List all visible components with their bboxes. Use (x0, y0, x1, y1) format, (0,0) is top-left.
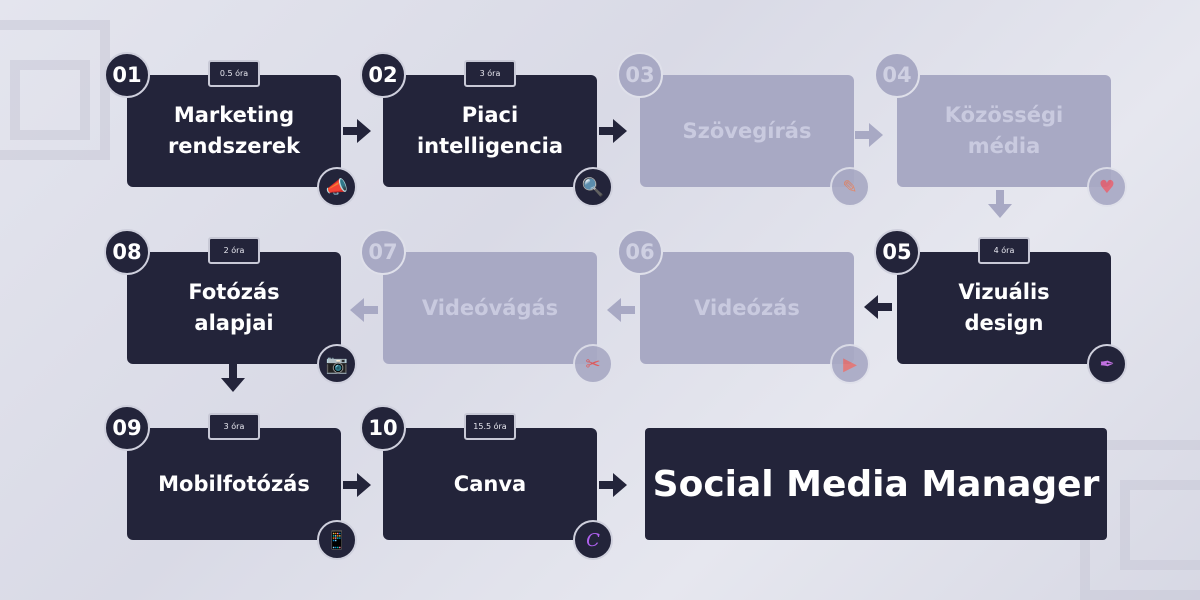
step-card: Fotózás alapjai (127, 252, 341, 364)
final-goal-card: Social Media Manager (645, 428, 1107, 540)
step-number-badge: 07 (360, 229, 406, 275)
video-icon: ▶ (830, 344, 870, 384)
magnifier-icon: 🔍 (573, 167, 613, 207)
step-number-badge: 05 (874, 229, 920, 275)
arrow-right-icon (343, 473, 371, 497)
canva-logo-icon: C (573, 520, 613, 560)
step-card: Piaci intelligencia (383, 75, 597, 187)
step-number-badge: 08 (104, 229, 150, 275)
arrow-right-icon (343, 119, 371, 143)
duration-tag: 4 óra (978, 237, 1030, 264)
duration-tag: 3 óra (208, 413, 260, 440)
step-title: Vizuális design (958, 280, 1050, 335)
arrow-left-icon (607, 298, 635, 322)
step-card: Videóvágás (383, 252, 597, 364)
step-title: Közösségi média (944, 103, 1064, 158)
step-number-badge: 04 (874, 52, 920, 98)
duration-tag: 15.5 óra (464, 413, 516, 440)
step-card: Közösségi média (897, 75, 1111, 187)
step-card: Szövegírás (640, 75, 854, 187)
scissors-icon: ✂ (573, 344, 613, 384)
background-decoration (1120, 480, 1200, 570)
arrow-right-icon (855, 123, 883, 147)
chat-heart-icon: ♥ (1087, 167, 1127, 207)
step-title: Fotózás alapjai (188, 280, 280, 335)
step-title: Videóvágás (421, 295, 559, 320)
megaphone-icon: 📣 (317, 167, 357, 207)
step-card: Mobilfotózás (127, 428, 341, 540)
step-card: Vizuális design (897, 252, 1111, 364)
step-title: Canva (453, 471, 527, 496)
background-decoration (0, 20, 110, 160)
camera-icon: 📷 (317, 344, 357, 384)
step-number-badge: 02 (360, 52, 406, 98)
duration-tag: 3 óra (464, 60, 516, 87)
arrow-right-icon (599, 119, 627, 143)
arrow-down-icon (221, 364, 245, 392)
pen-tool-icon: ✒ (1087, 344, 1127, 384)
pencil-icon: ✎ (830, 167, 870, 207)
step-card: Marketing rendszerek (127, 75, 341, 187)
step-number-badge: 01 (104, 52, 150, 98)
duration-tag: 0.5 óra (208, 60, 260, 87)
arrow-right-icon (599, 473, 627, 497)
step-title: Mobilfotózás (158, 471, 310, 496)
background-decoration (10, 60, 90, 140)
step-card: Videózás (640, 252, 854, 364)
step-title: Videózás (694, 295, 800, 320)
step-title: Marketing rendszerek (167, 103, 301, 158)
step-number-badge: 06 (617, 229, 663, 275)
step-number-badge: 10 (360, 405, 406, 451)
step-number-badge: 03 (617, 52, 663, 98)
step-title: Piaci intelligencia (416, 103, 564, 158)
smartphone-icon: 📱 (317, 520, 357, 560)
duration-tag: 2 óra (208, 237, 260, 264)
arrow-left-icon (350, 298, 378, 322)
step-title: Szövegírás (682, 118, 812, 143)
final-goal-title: Social Media Manager (652, 463, 1100, 505)
arrow-down-icon (988, 190, 1012, 218)
arrow-left-icon (864, 295, 892, 319)
step-card: Canva (383, 428, 597, 540)
step-number-badge: 09 (104, 405, 150, 451)
